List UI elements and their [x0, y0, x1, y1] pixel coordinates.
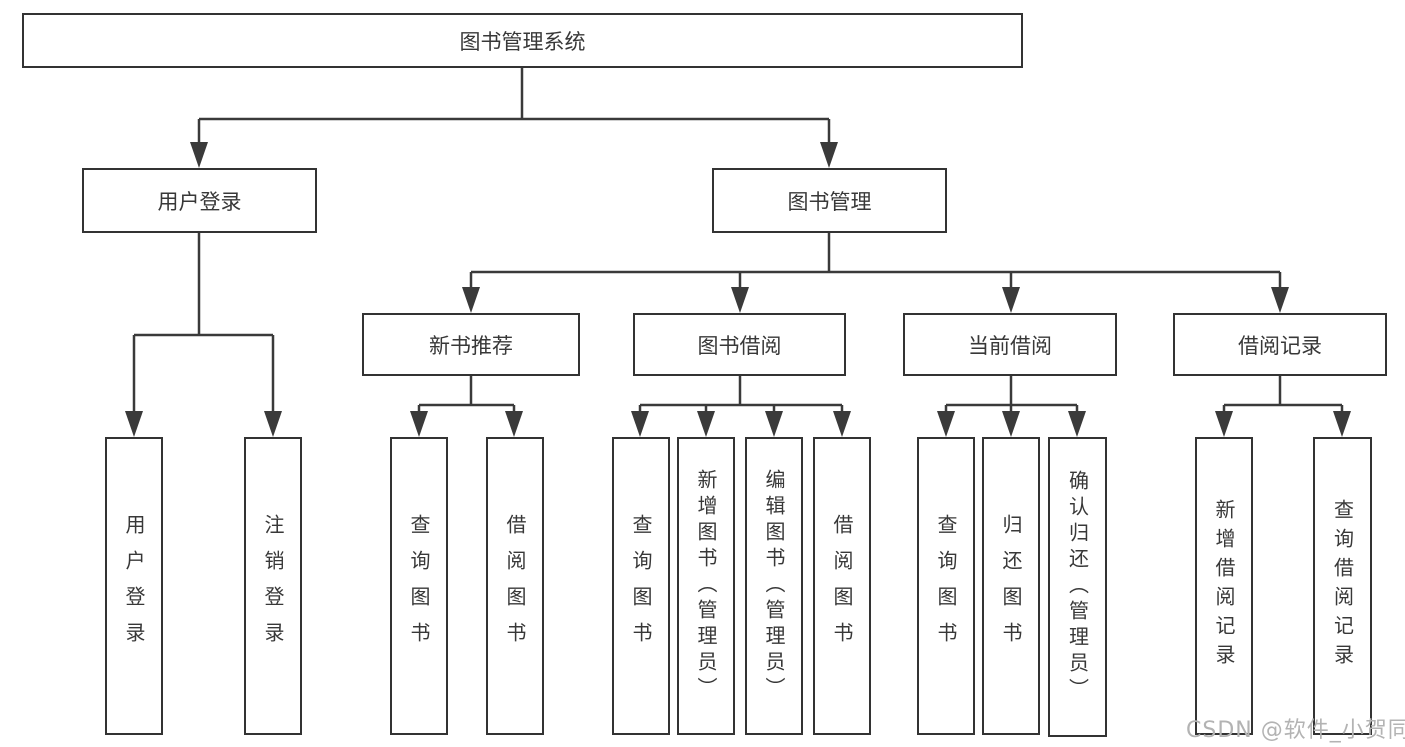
csdn-watermark: CSDN @软件_小贺同学: [1186, 718, 1405, 743]
arrowhead: [264, 411, 282, 437]
node-system-root: 图书管理系统: [22, 13, 1023, 68]
leaf-label: 确认归还（管理员）: [1065, 470, 1090, 704]
arrowhead: [833, 411, 851, 437]
leaf-logout: 注销登录: [244, 437, 302, 735]
leaf-borrow-edit-books-admin: 编辑图书（管理员）: [745, 437, 803, 735]
arrowhead: [125, 411, 143, 437]
node-current-borrowing: 当前借阅: [903, 313, 1117, 376]
leaf-label: 查询图书: [629, 514, 653, 658]
leaf-label: 新增图书（管理员）: [694, 469, 718, 703]
arrowhead: [190, 142, 208, 168]
arrowhead: [631, 411, 649, 437]
leaf-label: 查询图书: [407, 514, 431, 658]
arrowhead: [1002, 411, 1020, 437]
node-label: 图书管理: [787, 189, 872, 214]
leaf-user-login: 用户登录: [105, 437, 163, 735]
leaf-current-confirm-return-admin: 确认归还（管理员）: [1048, 437, 1107, 737]
leaf-current-return-books: 归还图书: [982, 437, 1040, 735]
leaf-label: 借阅图书: [830, 514, 854, 658]
arrowhead: [462, 287, 480, 313]
leaf-label: 注销登录: [261, 514, 285, 658]
node-label: 当前借阅: [968, 333, 1052, 358]
node-label: 图书管理系统: [459, 29, 586, 54]
arrowhead: [731, 287, 749, 313]
arrowhead: [1333, 411, 1351, 437]
node-borrowing-records: 借阅记录: [1173, 313, 1387, 376]
leaf-newbook-borrow-books: 借阅图书: [486, 437, 544, 735]
leaf-records-search-record: 查询借阅记录: [1313, 437, 1372, 735]
leaf-label: 新增借阅记录: [1212, 499, 1236, 673]
arrowhead: [1068, 411, 1086, 437]
leaf-label: 用户登录: [122, 514, 146, 658]
leaf-label: 编辑图书（管理员）: [762, 469, 786, 703]
node-label: 借阅记录: [1238, 333, 1322, 358]
arrowhead: [1002, 287, 1020, 313]
node-label: 新书推荐: [429, 333, 513, 358]
node-book-management: 图书管理: [712, 168, 947, 233]
leaf-label: 查询图书: [934, 514, 958, 658]
leaf-records-add-record: 新增借阅记录: [1195, 437, 1253, 735]
node-user-login: 用户登录: [82, 168, 317, 233]
node-label: 图书借阅: [697, 333, 782, 358]
arrowhead: [1271, 287, 1289, 313]
arrowhead: [765, 411, 783, 437]
node-label: 用户登录: [157, 189, 242, 214]
arrowhead: [410, 411, 428, 437]
leaf-label: 归还图书: [999, 514, 1023, 658]
leaf-label: 借阅图书: [503, 514, 527, 658]
leaf-borrow-search-books: 查询图书: [612, 437, 670, 735]
leaf-newbook-search-books: 查询图书: [390, 437, 448, 735]
leaf-borrow-borrow-books: 借阅图书: [813, 437, 871, 735]
arrowhead: [697, 411, 715, 437]
leaf-borrow-add-books-admin: 新增图书（管理员）: [677, 437, 735, 735]
leaf-label: 查询借阅记录: [1330, 499, 1355, 673]
arrowhead: [937, 411, 955, 437]
node-book-borrowing: 图书借阅: [633, 313, 846, 376]
arrowhead: [1215, 411, 1233, 437]
leaf-current-search-books: 查询图书: [917, 437, 975, 735]
arrowhead: [505, 411, 523, 437]
arrowhead: [820, 142, 838, 168]
node-new-book-recommend: 新书推荐: [362, 313, 580, 376]
